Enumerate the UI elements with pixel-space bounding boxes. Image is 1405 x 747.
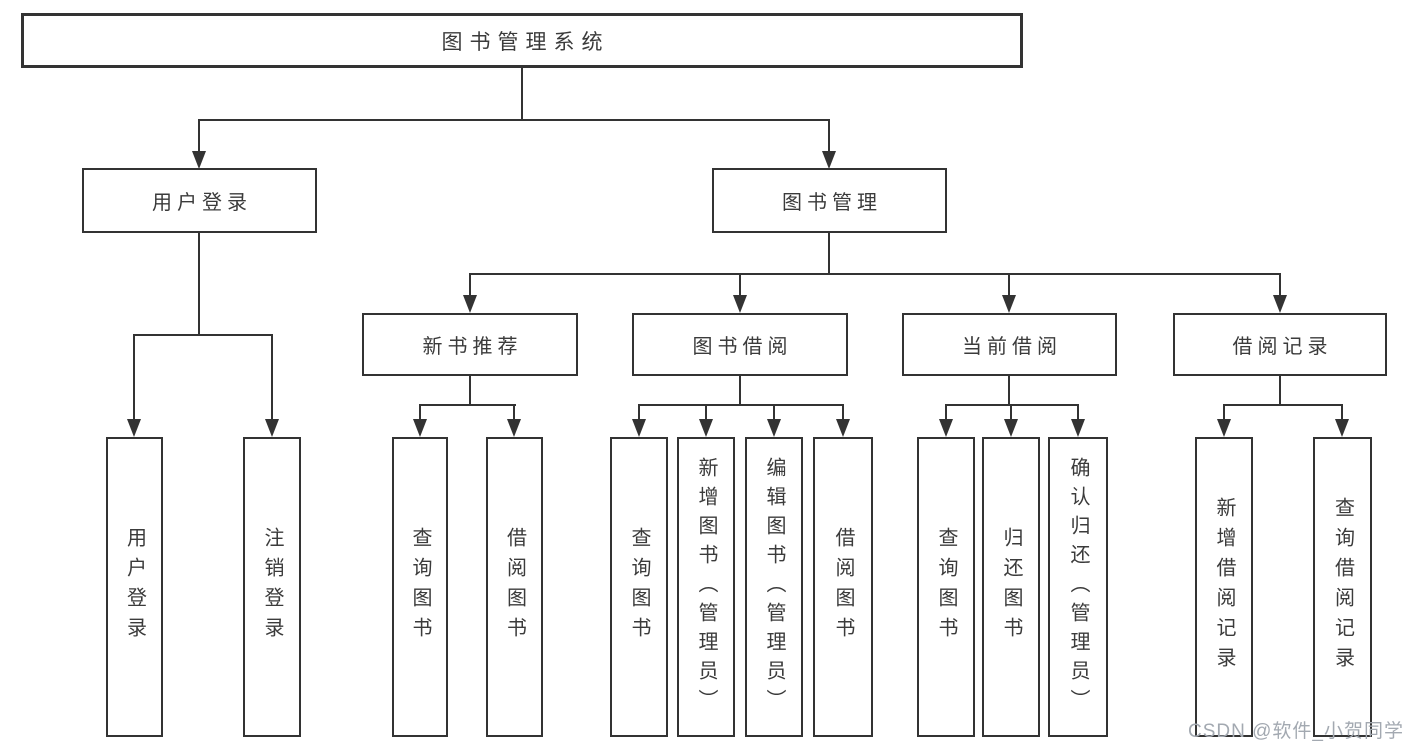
connector-line: [842, 404, 844, 420]
arrowhead-down-icon: [822, 151, 836, 169]
connector-line: [828, 233, 830, 275]
arrowhead-down-icon: [1004, 419, 1018, 437]
arrowhead-down-icon: [939, 419, 953, 437]
arrowhead-down-icon: [733, 295, 747, 313]
arrowhead-down-icon: [836, 419, 850, 437]
connector-line: [469, 273, 471, 297]
connector-line: [945, 404, 947, 420]
arrowhead-down-icon: [413, 419, 427, 437]
arrowhead-down-icon: [1217, 419, 1231, 437]
arrowhead-down-icon: [507, 419, 521, 437]
node-borrow-records: 借阅记录: [1173, 313, 1387, 376]
leaf-borrow-books-1: 借阅图书: [486, 437, 543, 737]
node-new-books: 新书推荐: [362, 313, 578, 376]
connector-line: [1008, 273, 1010, 297]
connector-line: [705, 404, 707, 420]
connector-line: [198, 119, 830, 121]
connector-line: [513, 404, 515, 420]
leaf-query-books-1: 查询图书: [392, 437, 448, 737]
node-book-mgmt: 图书管理: [712, 168, 947, 233]
connector-line: [828, 119, 830, 152]
connector-line: [1341, 404, 1343, 420]
connector-line: [1008, 376, 1010, 406]
connector-line: [271, 334, 273, 420]
connector-line: [1010, 404, 1012, 420]
connector-line: [198, 119, 200, 152]
arrowhead-down-icon: [699, 419, 713, 437]
connector-line: [1077, 404, 1079, 420]
connector-line: [198, 233, 200, 336]
leaf-return-books: 归还图书: [982, 437, 1040, 737]
leaf-query-borrow-record: 查询借阅记录: [1313, 437, 1372, 737]
connector-line: [739, 376, 741, 406]
connector-line: [419, 404, 516, 406]
leaf-query-books-3: 查询图书: [917, 437, 975, 737]
arrowhead-down-icon: [1273, 295, 1287, 313]
connector-line: [1223, 404, 1225, 420]
arrowhead-down-icon: [1071, 419, 1085, 437]
arrowhead-down-icon: [265, 419, 279, 437]
leaf-logout: 注销登录: [243, 437, 301, 737]
connector-line: [638, 404, 640, 420]
leaf-borrow-books-2: 借阅图书: [813, 437, 873, 737]
node-current-borrow: 当前借阅: [902, 313, 1117, 376]
arrowhead-down-icon: [1335, 419, 1349, 437]
arrowhead-down-icon: [463, 295, 477, 313]
connector-line: [469, 273, 1281, 275]
leaf-user-login: 用户登录: [106, 437, 163, 737]
connector-line: [1279, 273, 1281, 297]
connector-line: [945, 404, 1079, 406]
connector-line: [521, 68, 523, 120]
connector-line: [1279, 376, 1281, 406]
leaf-edit-books-admin: 编辑图书（管理员）: [745, 437, 803, 737]
connector-line: [773, 404, 775, 420]
arrowhead-down-icon: [767, 419, 781, 437]
node-book-borrow: 图书借阅: [632, 313, 848, 376]
leaf-add-books-admin: 新增图书（管理员）: [677, 437, 735, 737]
leaf-confirm-return-admin: 确认归还（管理员）: [1048, 437, 1108, 737]
connector-line: [133, 334, 135, 420]
connector-line: [419, 404, 421, 420]
leaf-add-borrow-record: 新增借阅记录: [1195, 437, 1253, 737]
arrowhead-down-icon: [127, 419, 141, 437]
leaf-query-books-2: 查询图书: [610, 437, 668, 737]
connector-line: [469, 376, 471, 406]
arrowhead-down-icon: [632, 419, 646, 437]
arrowhead-down-icon: [192, 151, 206, 169]
node-root: 图书管理系统: [21, 13, 1023, 68]
node-user-login: 用户登录: [82, 168, 317, 233]
connector-line: [638, 404, 844, 406]
arrowhead-down-icon: [1002, 295, 1016, 313]
connector-line: [1223, 404, 1343, 406]
csdn-watermark: CSDN @软件_小贺同学: [1188, 721, 1404, 742]
connector-line: [739, 273, 741, 297]
connector-line: [133, 334, 273, 336]
